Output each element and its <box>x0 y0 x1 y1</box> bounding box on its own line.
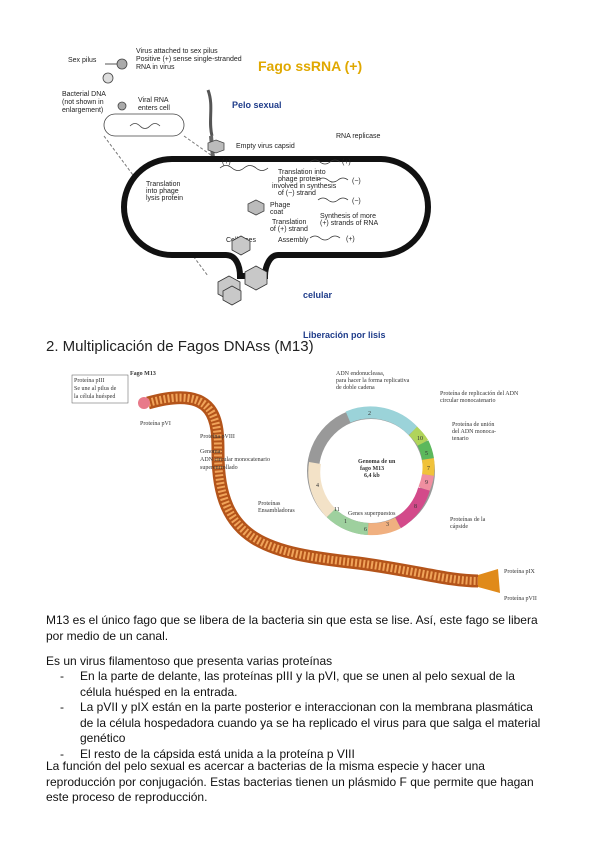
minus-strand-1: (−) <box>352 178 361 185</box>
genes-superpuestos: Genes superpuestos <box>348 511 396 517</box>
plus-strand-3: (+) <box>346 236 355 243</box>
pIII-label-2: Se une al pilus de <box>74 386 117 392</box>
gene-number: 11 <box>334 507 340 513</box>
paragraph-1: M13 es el único fago que se libera de la… <box>46 613 551 644</box>
pVIII-label: Proteína pVIII <box>200 434 235 440</box>
plus-strand-2: (+) <box>342 159 351 166</box>
pVII-tip-icon <box>478 569 500 593</box>
genome-center-1: Genoma de un <box>358 459 396 465</box>
plus-strand-1: (+) <box>222 159 231 166</box>
bacterial-dna-label-3: enlargement) <box>62 107 103 114</box>
gene-number: 5 <box>425 451 428 457</box>
phage-coat-1: Phage <box>270 202 290 209</box>
trans-plus-2: of (+) strand <box>270 226 308 233</box>
pVI-label: Proteína pVI <box>140 421 171 427</box>
union-label-2: del ADN monoca- <box>452 429 496 435</box>
synth-more-1: Synthesis of more <box>320 213 376 220</box>
gene-number: 3 <box>386 522 389 528</box>
bacterial-dna-label-1: Bacterial DNA <box>62 91 106 98</box>
gene-number: 6 <box>364 527 367 533</box>
phage-coat-2: coat <box>270 209 283 216</box>
virus-attached-label: Virus attached to sex pilus <box>136 48 218 55</box>
gene-number: 7 <box>427 466 430 472</box>
list-item: La pVII y pIX están en la parte posterio… <box>46 700 546 747</box>
trans-lysis-1: Translation <box>146 181 180 188</box>
paragraph-2: Es un virus filamentoso que presenta var… <box>46 654 551 670</box>
paragraph-3: La función del pelo sexual es acercar a … <box>46 759 551 806</box>
synth-more-2: (+) strands of RNA <box>320 220 378 227</box>
sex-pilus-label: Sex pilus <box>68 57 97 64</box>
trans-lysis-2: into phage <box>146 188 179 195</box>
fig1-title: Fago ssRNA (+) <box>258 58 362 74</box>
gene-number: 9 <box>425 480 428 486</box>
bacterial-cell <box>124 159 428 276</box>
adn-label-1: ADN endonucleasa, <box>336 371 385 377</box>
capside-label-1: Proteínas de la <box>450 517 486 523</box>
genoma-label-1: Genoma: <box>200 449 222 455</box>
pelo-sexual-label: Pelo sexual <box>232 100 282 110</box>
trans-phage-1: Translation into <box>278 169 326 176</box>
list-item: En la parte de delante, las proteínas pI… <box>46 669 546 700</box>
minus-strand-2: (−) <box>352 198 361 205</box>
protein-list: En la parte de delante, las proteínas pI… <box>46 669 546 762</box>
gene-6-segment <box>368 523 398 529</box>
trans-phage-2: phage protein <box>278 176 321 183</box>
empty-capsid-label: Empty virus capsid <box>236 143 295 150</box>
genome-center-2: fago M13 <box>360 466 384 472</box>
section-heading: 2. Multiplicación de Fagos DNAss (M13) <box>46 338 314 355</box>
union-label-3: tenario <box>452 436 469 442</box>
bacterium-icon <box>103 73 113 83</box>
trans-phage-4: of (−) strand <box>278 190 316 197</box>
gene-number: 10 <box>417 436 423 442</box>
pIII-tip-icon <box>138 397 150 409</box>
viral-rna-label-2: enters cell <box>138 105 170 112</box>
rna-in-virus-label: RNA in virus <box>136 64 175 71</box>
rep-label-2: circular monocatenario <box>440 398 495 404</box>
trans-lysis-3: lysis protein <box>146 195 183 202</box>
viral-rna-label-1: Viral RNA <box>138 97 169 104</box>
pilus <box>208 90 212 136</box>
gene-2-segment <box>348 412 413 431</box>
union-label-1: Proteína de unión <box>452 422 494 428</box>
assembly-label: Assembly <box>278 237 309 244</box>
genoma-label-2: ADN circular monocatenario <box>200 457 270 463</box>
liberacion-label-2: celular <box>303 290 332 300</box>
bacterial-dna-label-2: (not shown in <box>62 99 104 106</box>
genoma-label-3: superenrrollado <box>200 465 238 471</box>
trans-plus-1: Translation <box>272 219 306 226</box>
pIII-label-3: la célula huésped <box>74 394 115 400</box>
rna-replicase-label: RNA replicase <box>336 133 380 140</box>
pIX-label: Proteína pIX <box>504 569 535 575</box>
enlargement-cell <box>104 114 184 136</box>
pIII-label-1: Proteína pIII <box>74 378 105 384</box>
fago-m13-label: Fago M13 <box>130 371 156 377</box>
gene-number: 2 <box>368 411 371 417</box>
genome-center-3: 6,4 kb <box>364 473 380 479</box>
small-virus-icon <box>117 59 127 69</box>
virus-entering-icon <box>118 102 126 110</box>
adn-label-2: para hacer la forma replicativa <box>336 377 410 384</box>
adn-label-3: de doble cadena <box>336 385 375 391</box>
capsid-icon <box>208 140 224 153</box>
enlargement-rna <box>130 124 160 129</box>
rep-label-1: Proteína de replicación del ADN <box>440 391 519 397</box>
ssrna-phage-diagram: Fago ssRNA (+) Pelo sexual Liberación po… <box>60 40 480 340</box>
liberacion-label-1: Liberación por lisis <box>303 330 386 340</box>
gene-3-segment <box>398 489 424 523</box>
ensambladoras-label-2: Ensambladoras <box>258 508 295 514</box>
gene-number: 4 <box>316 483 319 489</box>
positive-sense-label: Positive (+) sense single-stranded <box>136 56 242 63</box>
capside-label-2: cápside <box>450 524 468 530</box>
ensambladoras-label-1: Proteínas <box>258 501 281 507</box>
pVII-label: Proteína pVII <box>504 596 537 602</box>
gene-number: 8 <box>414 504 417 510</box>
gene-number: 1 <box>344 519 347 525</box>
trans-phage-3: involved in synthesis <box>272 183 337 190</box>
m13-phage-diagram: 2 10 5 7 9 8 3 6 1 11 4 Genoma de un fag… <box>68 363 558 610</box>
